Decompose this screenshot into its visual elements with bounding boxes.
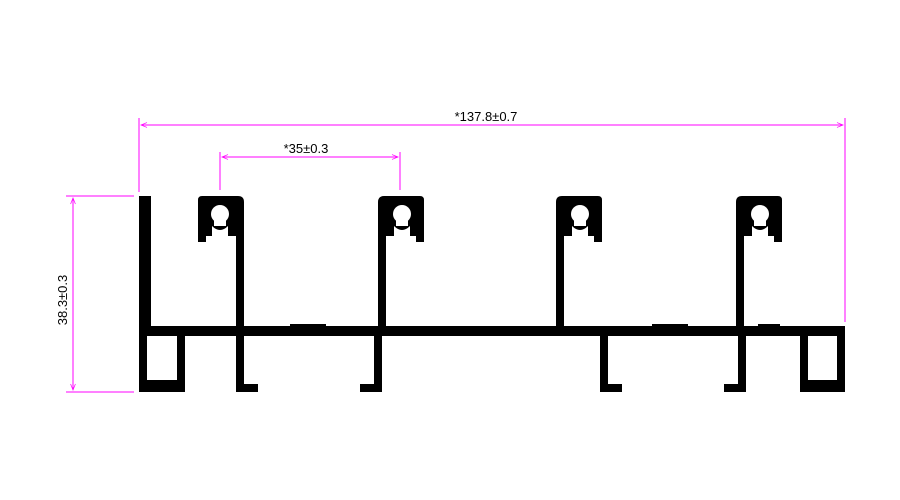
slot-hook	[556, 196, 602, 326]
slot-hook	[198, 196, 244, 326]
slot-hook	[736, 196, 782, 326]
slot-hook	[378, 196, 424, 326]
slot-hooks	[198, 196, 782, 326]
dimension-overall-width	[138, 118, 846, 322]
overall-width-label: *137.8±0.7	[455, 109, 518, 124]
dimension-slot-pitch	[219, 152, 401, 190]
height-label: 38.3±0.3	[55, 275, 70, 326]
slot-pitch-label: *35±0.3	[284, 141, 329, 156]
dimension-height	[66, 195, 134, 393]
aluminium-profile	[139, 196, 845, 392]
